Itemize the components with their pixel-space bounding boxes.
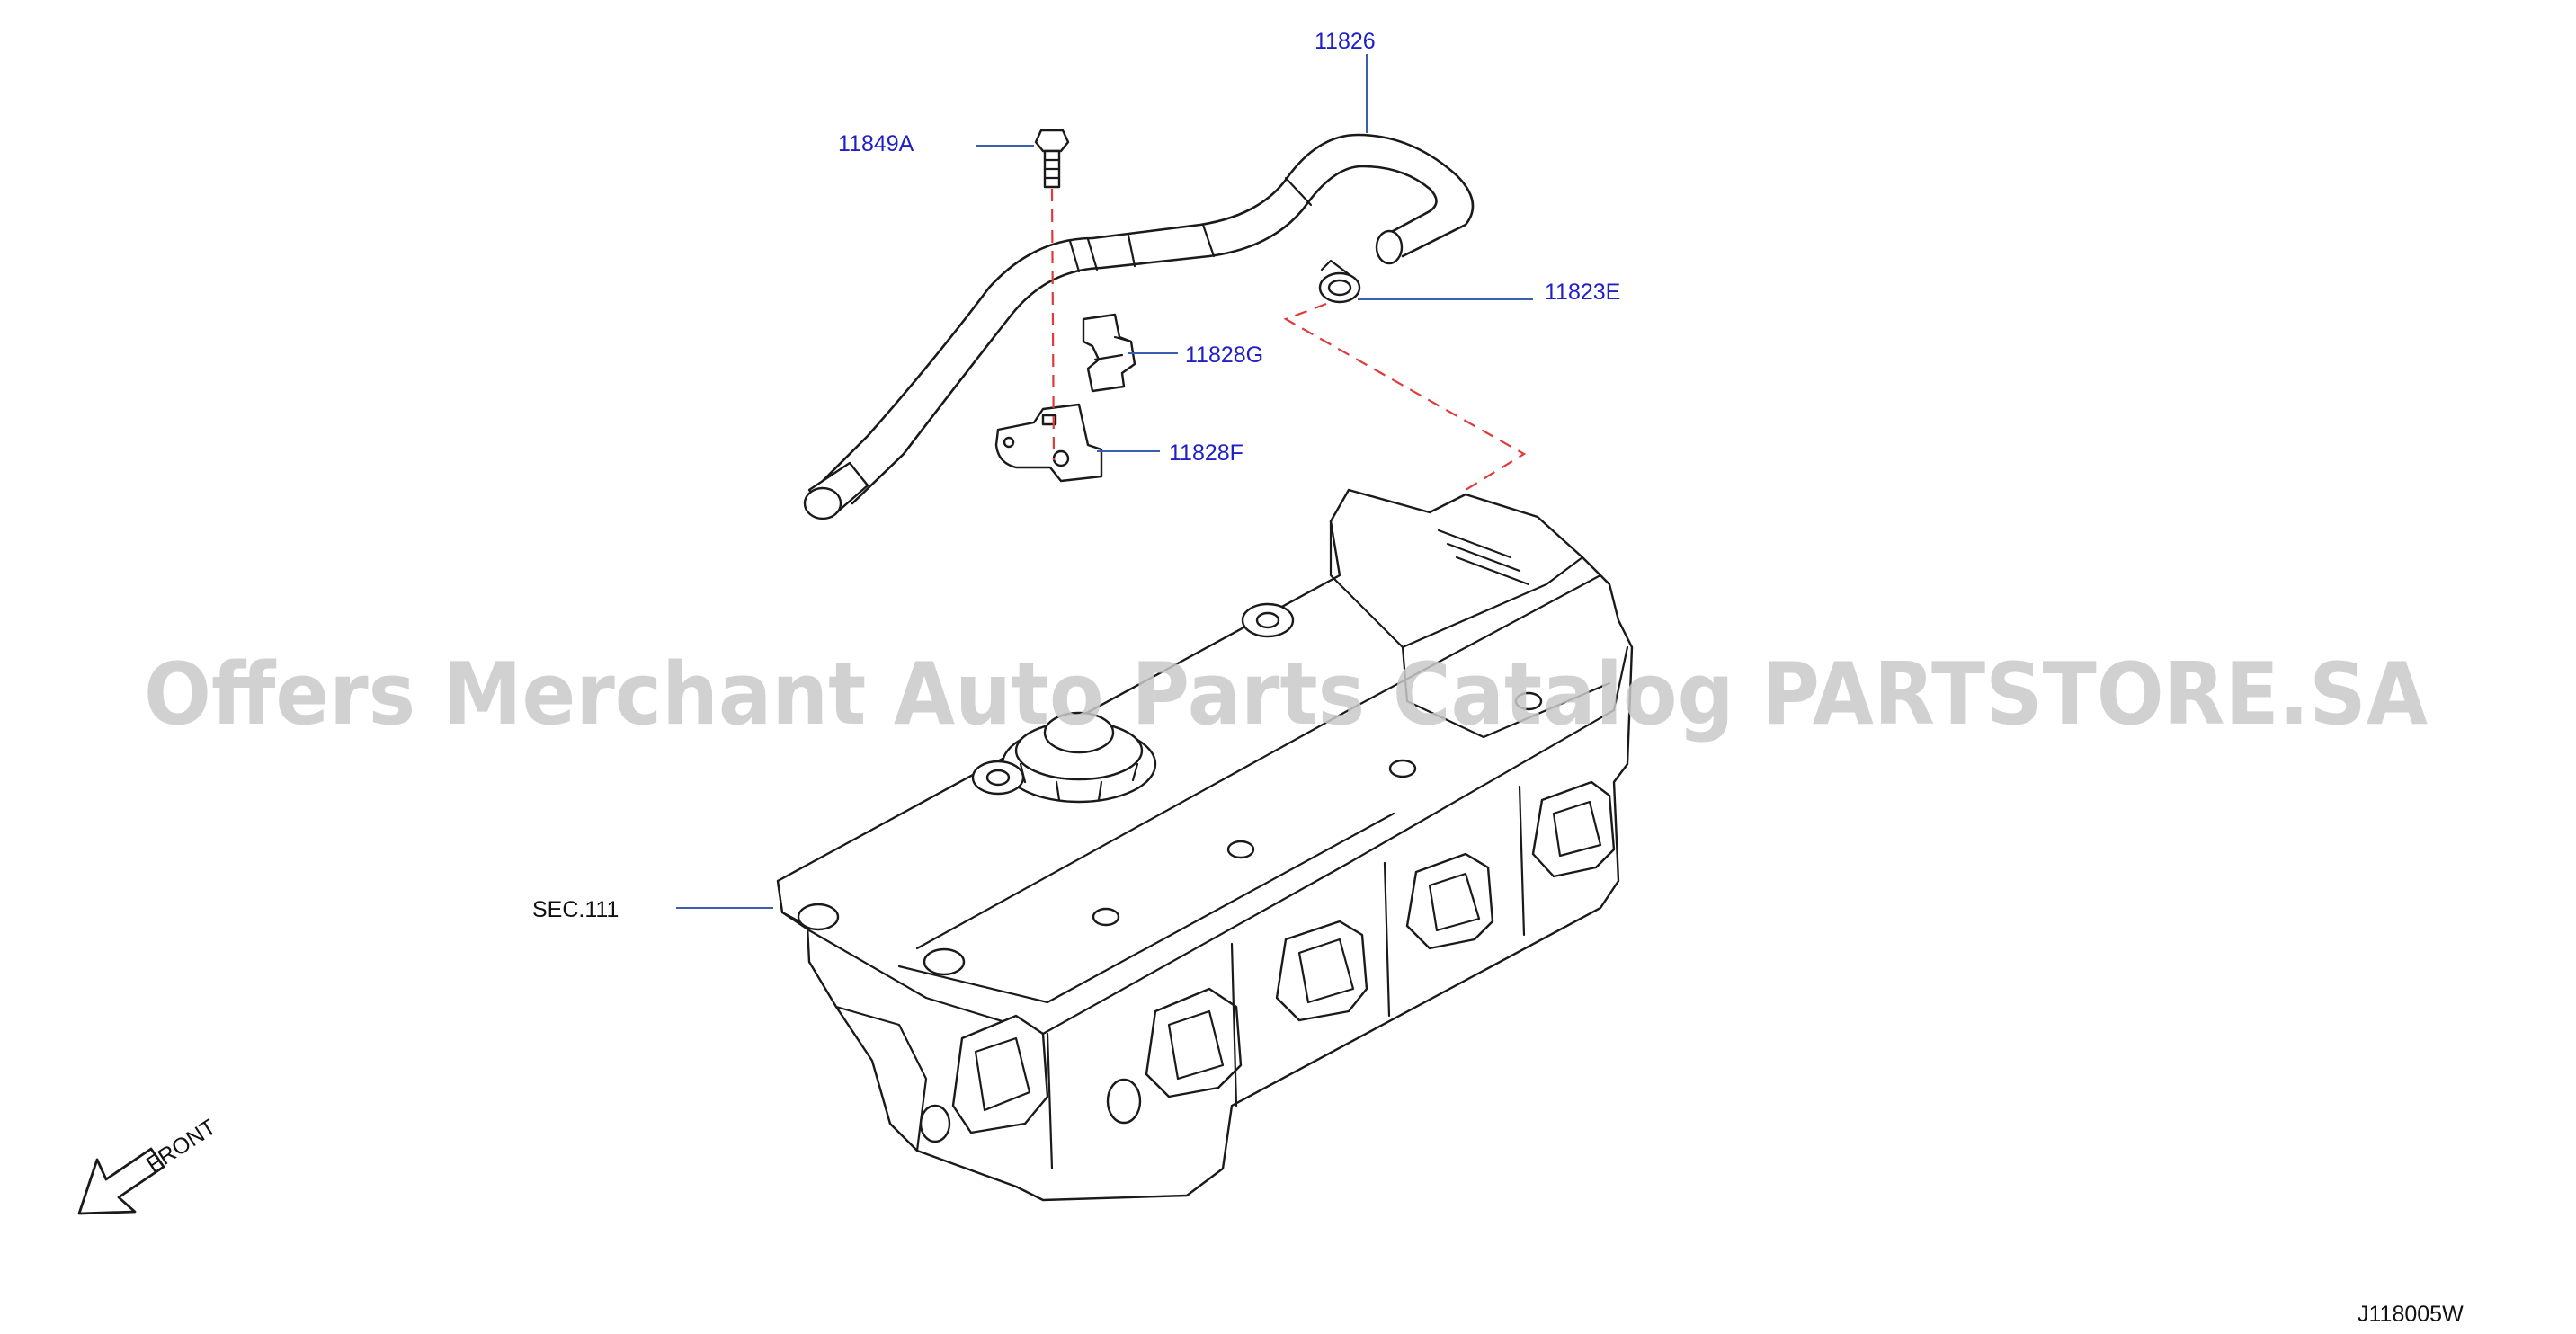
hose-clamp[interactable] xyxy=(1318,259,1361,304)
hose-clip[interactable] xyxy=(1082,313,1136,393)
callout-clip[interactable]: 11828G xyxy=(1185,342,1263,368)
watermark: Offers Merchant Auto Parts Catalog PARTS… xyxy=(144,645,2428,744)
bracket[interactable] xyxy=(994,403,1103,483)
leader-lines xyxy=(676,54,1533,909)
callout-bracket[interactable]: 11828F xyxy=(1169,440,1243,466)
cylinder-head[interactable] xyxy=(776,488,1634,1202)
callout-section-ref[interactable]: SEC.111 xyxy=(532,897,619,922)
callout-hose[interactable]: 11826 xyxy=(1315,29,1376,54)
port-openings xyxy=(919,780,1616,1143)
callout-bolt[interactable]: 11849A xyxy=(838,131,914,156)
front-arrow xyxy=(77,1147,165,1215)
drawing-id: J118005W xyxy=(2358,1302,2464,1327)
front-label: FRONT xyxy=(142,1115,220,1178)
callout-clamp[interactable]: 11823E xyxy=(1545,280,1620,305)
breather-hose[interactable] xyxy=(803,133,1475,520)
bolt[interactable] xyxy=(1034,129,1070,189)
